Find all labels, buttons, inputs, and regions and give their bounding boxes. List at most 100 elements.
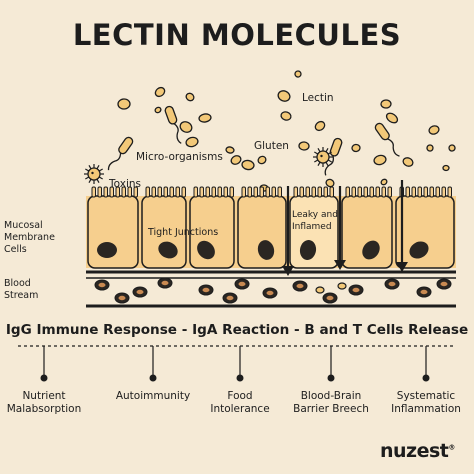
- microvillus: [265, 186, 270, 198]
- microvillus: [211, 186, 216, 198]
- microbe: [374, 122, 400, 157]
- microvillus: [369, 186, 374, 198]
- mucosal-cell: [395, 186, 455, 269]
- blood-cell: [94, 279, 110, 291]
- blood-cell-center: [440, 281, 448, 287]
- outcome-nutrient-malabsorption: Nutrient Malabsorption: [6, 390, 82, 415]
- lectin-particle: [448, 144, 456, 152]
- toxin-body: [87, 167, 101, 181]
- mucosal-cell: [87, 186, 139, 269]
- cell-wall: [87, 195, 139, 269]
- arrow-head: [396, 262, 408, 272]
- nuzest-logo: nuzest®: [380, 440, 455, 462]
- timeline-node: [327, 346, 335, 382]
- microbe: [164, 105, 182, 144]
- cell-wall: [395, 195, 455, 269]
- outcome-food-intolerance: Food Intolerance: [210, 390, 270, 415]
- lectin-particle: [314, 120, 326, 132]
- toxin-spike: [88, 178, 92, 183]
- lectin-particle: [230, 155, 242, 165]
- mucosal-cell: [141, 186, 187, 269]
- microvillus: [293, 186, 298, 198]
- toxin-spot: [91, 171, 94, 175]
- microvillus: [169, 186, 174, 198]
- microvillus: [127, 186, 132, 198]
- blood-cell: [416, 286, 432, 298]
- mucosal-cell: [237, 186, 287, 269]
- toxin-spike: [325, 161, 329, 166]
- arrow-head: [334, 260, 346, 270]
- lectin-particle: [298, 141, 310, 151]
- microbe-body: [329, 137, 343, 157]
- toxin-spike: [98, 176, 103, 180]
- toxin-spike: [327, 151, 332, 155]
- microvillus: [447, 186, 452, 198]
- microvillus: [163, 186, 168, 198]
- blood-cell-center: [136, 289, 144, 295]
- microvillus: [97, 186, 102, 198]
- microorganisms: [84, 105, 400, 184]
- microvillus: [115, 186, 120, 198]
- mucosal-cell: [189, 186, 235, 269]
- microvillus: [429, 186, 434, 198]
- microbe-body: [164, 105, 178, 125]
- microvillus: [363, 186, 368, 198]
- mucosal-cell: [289, 186, 339, 269]
- leak-arrow: [282, 186, 294, 276]
- lectin-particle: [154, 86, 166, 98]
- blood-cell-center: [226, 295, 234, 301]
- microvillus: [317, 186, 322, 198]
- microvillus: [247, 186, 252, 198]
- microvillus: [351, 186, 356, 198]
- microbe-tail: [387, 138, 400, 157]
- blood-cell-center: [98, 282, 106, 288]
- microbe-tail: [107, 152, 122, 171]
- microvillus: [133, 186, 138, 198]
- microbe-tail: [173, 123, 182, 144]
- label-gluten: Gluten: [254, 140, 289, 152]
- lectin-particle: [325, 178, 335, 188]
- microvillus: [175, 186, 180, 198]
- toxin-spike: [317, 148, 321, 153]
- microvillus: [375, 186, 380, 198]
- cell-nucleus: [299, 240, 317, 260]
- timeline-dot: [422, 374, 430, 382]
- microvillus: [405, 186, 410, 198]
- label-toxins: Toxins: [109, 178, 141, 190]
- lectin-particle: [373, 154, 387, 166]
- lectin-particle: [280, 111, 292, 121]
- microvillus: [381, 186, 386, 198]
- cell-nucleus: [409, 241, 429, 259]
- lectin-particle: [402, 157, 414, 167]
- toxin-spot: [320, 154, 323, 158]
- microvillus: [345, 186, 350, 198]
- microvillus: [253, 186, 258, 198]
- lectin-particle: [117, 98, 131, 110]
- blood-stream: [86, 277, 456, 308]
- timeline-dot: [236, 374, 244, 382]
- outcome-systematic-inflammation: Systematic Inflammation: [391, 390, 461, 415]
- microvillus: [103, 186, 108, 198]
- microvillus: [205, 186, 210, 198]
- blood-cell: [222, 292, 238, 304]
- microvillus: [329, 186, 334, 198]
- page-title: LECTIN MOLECULES: [72, 18, 402, 52]
- mucosal-cell-layer: [86, 186, 456, 279]
- blood-cell: [384, 278, 400, 290]
- label-mucosal-membrane-cells: Mucosal Membrane Cells: [4, 220, 55, 255]
- blood-cell: [198, 284, 214, 296]
- microvillus: [417, 186, 422, 198]
- blood-cell-center: [161, 280, 169, 286]
- outcome-blood-brain-barrier: Blood-Brain Barrier Breech: [293, 390, 369, 415]
- microvillus: [441, 186, 446, 198]
- blood-cell-center: [326, 295, 334, 301]
- blood-cell-center: [266, 290, 274, 296]
- microvillus: [271, 186, 276, 198]
- timeline-node: [40, 346, 48, 382]
- toxin-spike: [85, 168, 90, 172]
- timeline-node: [236, 346, 244, 382]
- microvillus: [259, 186, 264, 198]
- lectin-particle: [294, 70, 302, 78]
- lectin-particle: [185, 92, 195, 102]
